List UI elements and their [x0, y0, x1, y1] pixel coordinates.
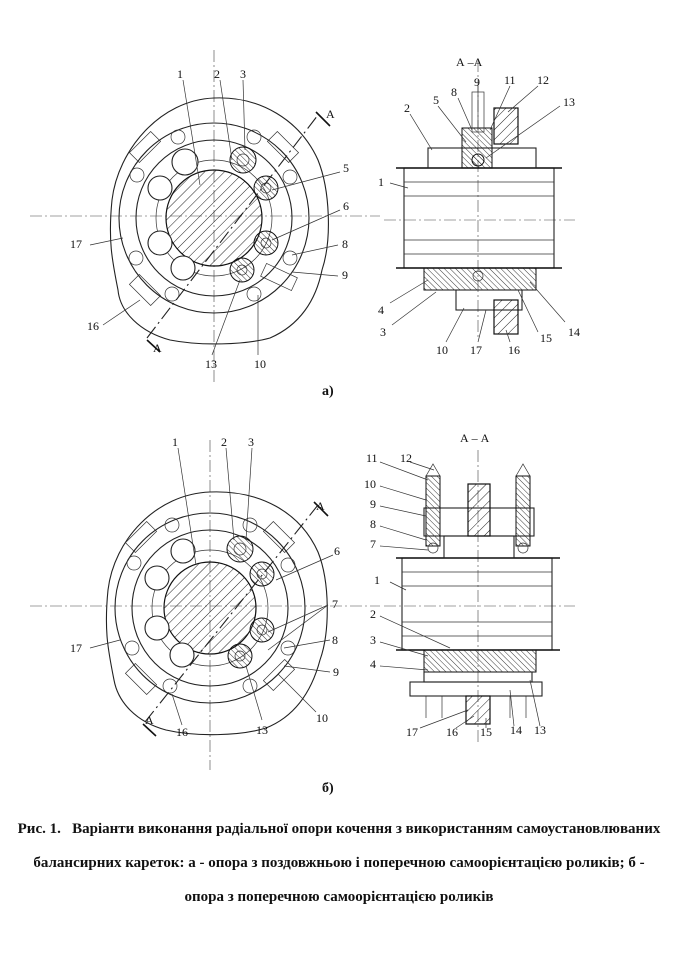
label-a-front-3: 3	[240, 67, 246, 81]
label-a-sec-5: 5	[433, 93, 439, 107]
cut-mark-a-top: А	[326, 107, 335, 121]
label-a-sec-2: 2	[404, 101, 410, 115]
label-a-sec-9: 9	[474, 75, 480, 89]
label-b-sec-13: 13	[534, 723, 546, 737]
label-a-sec-1: 1	[378, 175, 384, 189]
technical-drawing: А А 1 2 3 5 6 8 9 17 16 13 10 А –А	[30, 50, 580, 796]
caption-text: Варіанти виконання радіальної опори коче…	[33, 821, 661, 905]
label-a-sec-12: 12	[537, 73, 549, 87]
label-a-front-8: 8	[342, 237, 348, 251]
label-b-front-16: 16	[176, 725, 188, 739]
label-a-front-17: 17	[70, 237, 82, 251]
cut-mark-a-bottom: А	[153, 341, 162, 355]
label-a-front-2: 2	[214, 67, 220, 81]
figure-a-front-view: А А 1 2 3 5 6 8 9 17 16 13 10	[30, 50, 380, 385]
label-a-front-13: 13	[205, 357, 217, 371]
figure-b-sublabel: б)	[322, 781, 334, 796]
label-a-front-6: 6	[343, 199, 349, 213]
figure-b-front-view: А А 1 2 3 6 7 8 9 10 13 16 17	[30, 435, 380, 770]
label-a-sec-14: 14	[568, 325, 580, 339]
label-b-sec-1: 1	[374, 573, 380, 587]
label-a-sec-4: 4	[378, 303, 384, 317]
label-a-sec-17: 17	[470, 343, 482, 357]
label-a-sec-8: 8	[451, 85, 457, 99]
label-a-sec-13: 13	[563, 95, 575, 109]
label-b-front-2: 2	[221, 435, 227, 449]
label-b-sec-3: 3	[370, 633, 376, 647]
label-a-sec-11: 11	[504, 73, 516, 87]
label-b-front-17: 17	[70, 641, 82, 655]
label-a-sec-3: 3	[380, 325, 386, 339]
section-a-title: А –А	[456, 55, 483, 69]
label-b-sec-4: 4	[370, 657, 376, 671]
label-b-front-9: 9	[333, 665, 339, 679]
caption-prefix: Рис. 1.	[17, 821, 61, 837]
label-b-front-3: 3	[248, 435, 254, 449]
label-a-front-1: 1	[177, 67, 183, 81]
label-a-sec-15: 15	[540, 331, 552, 345]
label-b-sec-9: 9	[370, 497, 376, 511]
label-b-sec-17: 17	[406, 725, 418, 739]
label-b-front-13: 13	[256, 723, 268, 737]
label-b-front-8: 8	[332, 633, 338, 647]
label-b-sec-15: 15	[480, 725, 492, 739]
cut-mark-b-top: А	[316, 499, 325, 513]
label-b-front-6: 6	[334, 544, 340, 558]
label-a-front-16: 16	[87, 319, 99, 333]
label-b-front-10: 10	[316, 711, 328, 725]
label-a-front-10: 10	[254, 357, 266, 371]
section-b-title: А – А	[460, 431, 490, 445]
label-b-front-7: 7	[332, 597, 338, 611]
label-a-front-9: 9	[342, 268, 348, 282]
label-b-sec-16: 16	[446, 725, 458, 739]
label-b-sec-2: 2	[370, 607, 376, 621]
label-b-sec-8: 8	[370, 517, 376, 531]
figure-b-section-view: А – А	[364, 431, 575, 745]
label-b-sec-7: 7	[370, 537, 376, 551]
figure-a-sublabel: а)	[322, 384, 334, 399]
figure-caption: Рис. 1. Варіанти виконання радіальної оп…	[14, 812, 664, 914]
label-b-sec-12: 12	[400, 451, 412, 465]
figure-a-section-view: А –А	[378, 55, 580, 357]
label-b-sec-10: 10	[364, 477, 376, 491]
label-a-sec-10: 10	[436, 343, 448, 357]
label-b-sec-11: 11	[366, 451, 378, 465]
label-b-front-1: 1	[172, 435, 178, 449]
label-a-front-5: 5	[343, 161, 349, 175]
cut-mark-b-bottom: А	[145, 713, 154, 727]
label-a-sec-16: 16	[508, 343, 520, 357]
label-b-sec-14: 14	[510, 723, 522, 737]
